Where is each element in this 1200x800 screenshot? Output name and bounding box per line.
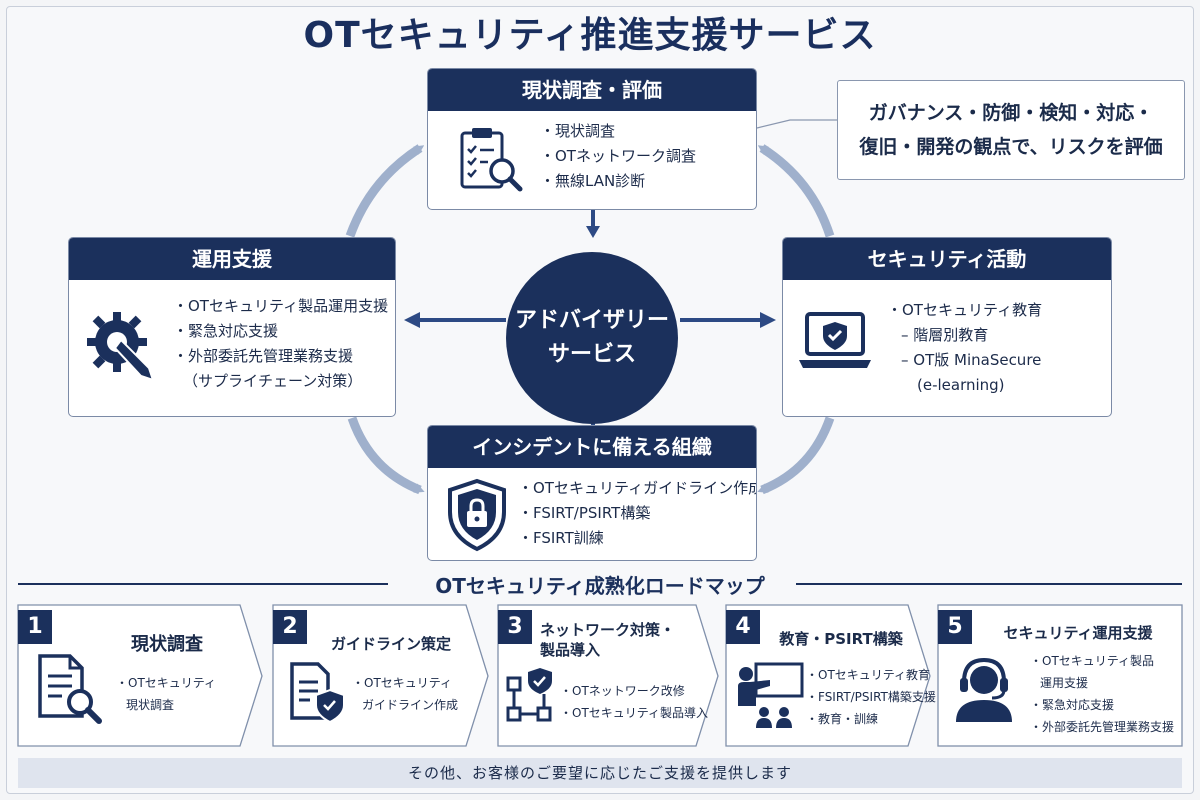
roadmap-divider-right — [796, 583, 1182, 585]
step-5-list: ・OTセキュリティ製品 運用支援 ・緊急対応支援 ・外部委託先管理業務支援 — [1030, 650, 1174, 738]
step-number: 3 — [498, 610, 532, 644]
callout-connector — [756, 119, 837, 129]
list-item: ガイドライン作成 — [362, 698, 459, 712]
center-line-2: サービス — [547, 342, 636, 367]
list-item: ・OTネットワーク調査 — [540, 147, 696, 165]
list-item: （サプライチェーン対策） — [183, 372, 363, 390]
list-item: ・FSIRT訓練 — [518, 529, 604, 547]
cycle-arrow-upper-right — [757, 144, 835, 238]
callout-line-1: ガバナンス・防御・検知・対応・ — [868, 102, 1154, 124]
document-search-icon — [38, 654, 102, 724]
step-title: 現状調査 — [131, 634, 203, 655]
step-number: 2 — [273, 610, 307, 644]
step-title-line-1: ネットワーク対策・ — [540, 621, 676, 639]
advisory-service-circle: アドバイザリー サービス — [506, 252, 678, 424]
step-title: セキュリティ運用支援 — [1003, 624, 1153, 642]
roadmap-chevron-3 — [497, 604, 719, 747]
incident-box: インシデントに備える組織 ・OTセキュリティガイドライン作成 ・FSIRT/PS… — [427, 425, 757, 561]
activity-list: ・OTセキュリティ教育 – 階層別教育 – OT版 MinaSecure (e-… — [887, 298, 1042, 398]
list-item: ・OTセキュリティ教育 — [887, 301, 1043, 319]
step-title: ネットワーク対策・ 製品導入 — [540, 620, 690, 660]
laptop-shield-icon — [799, 312, 871, 368]
incident-list: ・OTセキュリティガイドライン作成 ・FSIRT/PSIRT構築 ・FSIRT訓… — [518, 476, 757, 551]
callout-line-2: 復旧・開発の観点で、リスクを評価 — [859, 136, 1163, 158]
network-shield-icon — [506, 668, 552, 722]
list-item: ・無線LAN診断 — [540, 172, 646, 190]
list-item: ・OTセキュリティ製品運用支援 — [173, 297, 389, 315]
roadmap-chevron-4 — [725, 604, 931, 747]
footer-note: その他、お客様のご要望に応じたご支援を提供します — [18, 758, 1182, 788]
list-item: ・OTセキュリティ製品 — [1030, 654, 1155, 668]
step-2-list: ・OTセキュリティ ガイドライン作成 — [352, 672, 458, 716]
gear-wrench-icon — [87, 312, 155, 382]
activity-box: セキュリティ活動 ・OTセキュリティ教育 – 階層別教育 – OT版 MinaS… — [782, 237, 1112, 417]
roadmap-header: OTセキュリティ成熟化ロードマップ — [18, 570, 1182, 598]
step-number: 4 — [726, 610, 760, 644]
center-line-1: アドバイザリー — [514, 308, 669, 333]
list-item: ・OTセキュリティ — [352, 676, 453, 690]
list-item: 現状調査 — [126, 698, 175, 712]
list-item: ・外部委託先管理業務支援 — [173, 347, 354, 365]
assessment-title: 現状調査・評価 — [428, 69, 756, 111]
step-title: ガイドライン策定 — [330, 635, 451, 653]
list-item: ・外部委託先管理業務支援 — [1030, 720, 1175, 734]
step-1-list: ・OTセキュリティ 現状調査 — [116, 672, 216, 716]
list-item: ・緊急対応支援 — [1030, 698, 1115, 712]
roadmap-divider-left — [18, 583, 388, 585]
list-item: (e-learning) — [917, 376, 1005, 394]
risk-callout: ガバナンス・防御・検知・対応・ 復旧・開発の観点で、リスクを評価 — [837, 80, 1185, 180]
teacher-board-icon — [738, 662, 804, 728]
assessment-box: 現状調査・評価 ・現状調査 ・OTネットワーク調査 ・無線LAN診断 — [427, 68, 757, 210]
operation-list: ・OTセキュリティ製品運用支援 ・緊急対応支援 ・外部委託先管理業務支援 （サプ… — [173, 294, 388, 394]
cycle-arrow-upper-left — [345, 144, 425, 238]
operation-box: 運用支援 ・OTセキュリティ製品運用支援 ・緊急対応支援 ・外部委託先管理業務支… — [68, 237, 396, 417]
list-item: ・教育・訓練 — [806, 712, 879, 726]
document-shield-icon — [290, 662, 345, 724]
list-item: ・OTセキュリティ教育 — [806, 668, 931, 682]
list-item: ・OTセキュリティ製品導入 — [560, 706, 709, 720]
list-item: ・OTセキュリティガイドライン作成 — [518, 479, 757, 497]
list-item: ・OTネットワーク改修 — [560, 684, 685, 698]
list-item: ・FSIRT/PSIRT構築支援 — [806, 690, 936, 704]
shield-lock-icon — [448, 478, 506, 552]
list-item: – 階層別教育 — [901, 326, 989, 344]
list-item: ・現状調査 — [540, 122, 616, 140]
list-item: ・OTセキュリティ — [116, 676, 217, 690]
step-3-list: ・OTネットワーク改修 ・OTセキュリティ製品導入 — [560, 680, 708, 724]
step-number: 1 — [18, 610, 52, 644]
list-item: ・FSIRT/PSIRT構築 — [518, 504, 651, 522]
step-number: 5 — [938, 610, 972, 644]
page-title: OTセキュリティ推進支援サービス — [303, 15, 877, 56]
operation-title: 運用支援 — [69, 238, 395, 280]
clipboard-search-icon — [460, 128, 523, 192]
headset-operator-icon — [956, 657, 1012, 722]
list-item: – OT版 MinaSecure — [901, 351, 1042, 369]
step-title-line-2: 製品導入 — [540, 641, 601, 659]
activity-title: セキュリティ活動 — [783, 238, 1111, 280]
step-4-list: ・OTセキュリティ教育 ・FSIRT/PSIRT構築支援 ・教育・訓練 — [806, 664, 936, 730]
list-item: ・緊急対応支援 — [173, 322, 279, 340]
roadmap-title: OTセキュリティ成熟化ロードマップ — [435, 574, 765, 598]
assessment-list: ・現状調査 ・OTネットワーク調査 ・無線LAN診断 — [540, 119, 696, 194]
cycle-arrow-lower-left — [347, 416, 425, 495]
step-title: 教育・PSIRT構築 — [779, 630, 903, 648]
cycle-arrow-lower-right — [757, 416, 835, 495]
list-item: 運用支援 — [1040, 676, 1089, 690]
incident-title: インシデントに備える組織 — [428, 426, 756, 468]
